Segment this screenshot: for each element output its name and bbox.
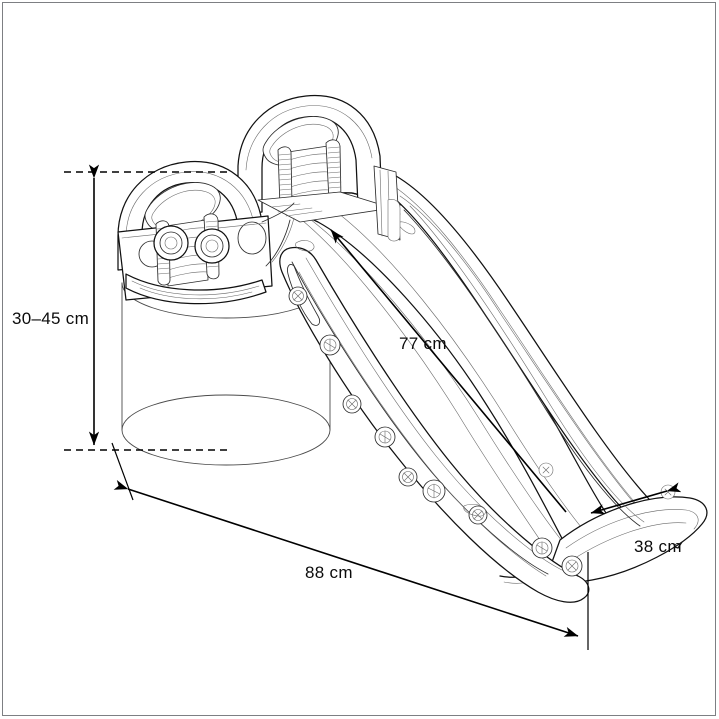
dimension-arrow-footprint — [113, 479, 579, 637]
ladder-rungs — [277, 139, 342, 213]
dimension-label-height: 30–45 cm — [12, 309, 89, 328]
dimension-arrow-slide-length — [330, 229, 567, 513]
witness-line-footprint-start — [111, 442, 134, 501]
platform-slide-joint — [261, 202, 295, 267]
dimension-width: 38 cm — [590, 482, 682, 556]
support-cylinder — [121, 282, 331, 466]
dimension-label-slide-length: 77 cm — [399, 334, 447, 353]
dimension-footprint: 88 cm — [111, 442, 589, 650]
dimension-height: 30–45 cm — [12, 164, 232, 451]
ribbed-grip-left — [153, 225, 189, 261]
dimension-slide-length: 77 cm — [330, 229, 567, 513]
dimension-label-width: 38 cm — [634, 537, 682, 556]
platform-lip — [125, 273, 267, 305]
ribbed-grip-right — [194, 228, 230, 264]
right-upright — [373, 165, 401, 242]
dimension-label-footprint: 88 cm — [305, 563, 353, 582]
dimension-arrow-width — [590, 482, 682, 515]
